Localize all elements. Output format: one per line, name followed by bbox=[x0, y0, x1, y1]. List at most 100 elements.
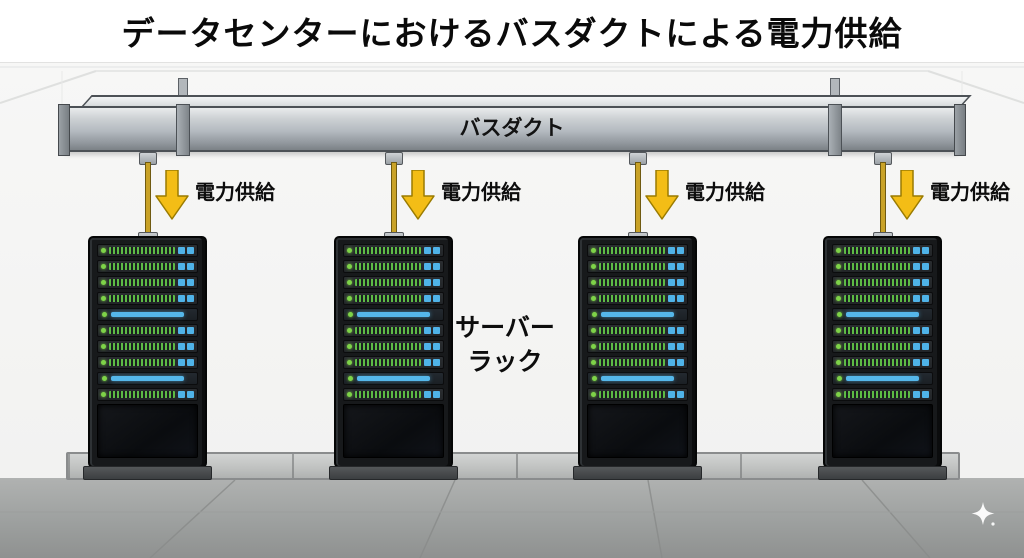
status-led-icon bbox=[592, 376, 597, 381]
port-indicators bbox=[913, 263, 929, 270]
port-indicators bbox=[668, 327, 684, 334]
rack-unit-server bbox=[97, 324, 198, 337]
rack-unit-server bbox=[832, 260, 933, 273]
vent-grille bbox=[355, 359, 421, 366]
port-indicators bbox=[913, 327, 929, 334]
rack-caption-line1: サーバー bbox=[455, 314, 555, 342]
status-led-icon bbox=[347, 360, 352, 365]
floor-joint-lines bbox=[0, 479, 1024, 558]
indicator-bar bbox=[846, 312, 919, 317]
status-led-icon bbox=[347, 328, 352, 333]
status-led-icon bbox=[101, 328, 106, 333]
port-indicators bbox=[178, 279, 194, 286]
server-rack-1 bbox=[83, 236, 212, 480]
rack-unit-switch bbox=[832, 308, 933, 321]
status-led-icon bbox=[837, 376, 842, 381]
power-cable bbox=[145, 162, 151, 236]
rack-unit-server bbox=[832, 292, 933, 305]
vent-grille bbox=[355, 295, 421, 302]
power-supply-label: 電力供給 bbox=[441, 182, 521, 204]
status-led-icon bbox=[347, 280, 352, 285]
status-led-icon bbox=[347, 264, 352, 269]
port-indicators bbox=[424, 343, 440, 350]
status-led-icon bbox=[836, 392, 841, 397]
rack-unit-server bbox=[343, 340, 444, 353]
status-led-icon bbox=[836, 328, 841, 333]
ceiling-lines bbox=[0, 66, 1024, 133]
status-led-icon bbox=[836, 360, 841, 365]
rack-units bbox=[832, 244, 933, 401]
rack-unit-server bbox=[343, 388, 444, 401]
port-indicators bbox=[913, 279, 929, 286]
vent-grille bbox=[355, 327, 421, 334]
rack-unit-server bbox=[97, 260, 198, 273]
down-arrow-icon bbox=[645, 170, 679, 220]
header: データセンターにおけるバスダクトによる電力供給 bbox=[0, 0, 1024, 62]
port-indicators bbox=[424, 279, 440, 286]
status-led-icon bbox=[837, 312, 842, 317]
rack-unit-switch bbox=[832, 372, 933, 385]
rack-unit-switch bbox=[97, 308, 198, 321]
room-floor bbox=[0, 478, 1024, 558]
indicator-bar bbox=[111, 376, 184, 381]
indicator-bar bbox=[357, 312, 430, 317]
rack-unit-server bbox=[97, 388, 198, 401]
power-cable bbox=[391, 162, 397, 236]
status-led-icon bbox=[591, 392, 596, 397]
status-led-icon bbox=[347, 248, 352, 253]
port-indicators bbox=[424, 359, 440, 366]
rack-unit-server bbox=[587, 260, 688, 273]
rack-unit-server bbox=[832, 324, 933, 337]
status-led-icon bbox=[591, 296, 596, 301]
power-cable bbox=[880, 162, 886, 236]
indicator-bar bbox=[601, 376, 674, 381]
port-indicators bbox=[178, 295, 194, 302]
indicator-bar bbox=[601, 312, 674, 317]
rack-unit-switch bbox=[97, 372, 198, 385]
port-indicators bbox=[668, 391, 684, 398]
port-indicators bbox=[668, 343, 684, 350]
port-indicators bbox=[178, 391, 194, 398]
duct-bracket-right bbox=[828, 104, 842, 156]
port-indicators bbox=[913, 391, 929, 398]
vent-grille bbox=[599, 263, 665, 270]
port-indicators bbox=[424, 327, 440, 334]
status-led-icon bbox=[102, 376, 107, 381]
rack-unit-switch bbox=[343, 372, 444, 385]
vent-grille bbox=[844, 263, 910, 270]
vent-grille bbox=[844, 247, 910, 254]
status-led-icon bbox=[836, 264, 841, 269]
rack-cabinet bbox=[88, 236, 207, 468]
rack-unit-server bbox=[587, 388, 688, 401]
vent-grille bbox=[599, 247, 665, 254]
down-arrow-icon bbox=[401, 170, 435, 220]
rack-blank-panel bbox=[343, 404, 444, 458]
vent-grille bbox=[599, 279, 665, 286]
rack-blank-panel bbox=[832, 404, 933, 458]
rack-unit-server bbox=[343, 260, 444, 273]
rack-unit-server bbox=[832, 276, 933, 289]
status-led-icon bbox=[101, 360, 106, 365]
vent-grille bbox=[599, 391, 665, 398]
port-indicators bbox=[178, 247, 194, 254]
rack-unit-server bbox=[343, 276, 444, 289]
status-led-icon bbox=[347, 296, 352, 301]
port-indicators bbox=[424, 391, 440, 398]
status-led-icon bbox=[836, 344, 841, 349]
indicator-bar bbox=[357, 376, 430, 381]
rack-unit-switch bbox=[587, 308, 688, 321]
rack-unit-server bbox=[343, 324, 444, 337]
rack-unit-server bbox=[97, 292, 198, 305]
status-led-icon bbox=[101, 344, 106, 349]
port-indicators bbox=[178, 359, 194, 366]
port-indicators bbox=[913, 295, 929, 302]
power-supply-label: 電力供給 bbox=[930, 182, 1010, 204]
status-led-icon bbox=[101, 296, 106, 301]
vent-grille bbox=[844, 359, 910, 366]
rack-unit-server bbox=[343, 244, 444, 257]
port-indicators bbox=[913, 247, 929, 254]
rack-unit-server bbox=[587, 292, 688, 305]
status-led-icon bbox=[101, 248, 106, 253]
vent-grille bbox=[109, 263, 175, 270]
bus-duct-label: バスダクト bbox=[459, 117, 565, 140]
